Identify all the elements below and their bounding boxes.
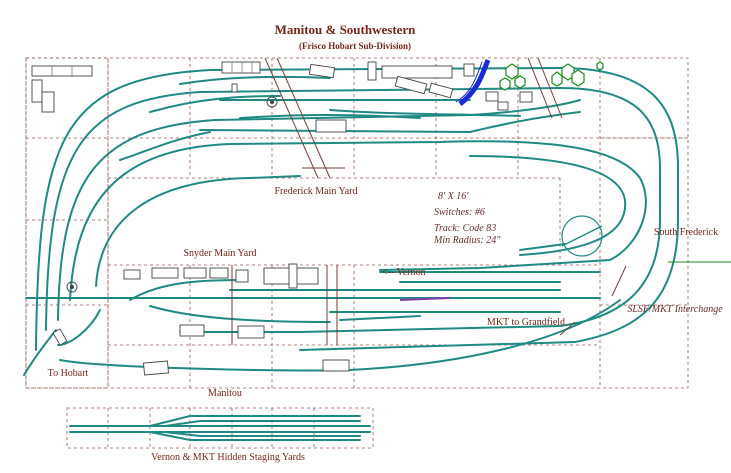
river [458,59,491,106]
buildings-snyder [52,263,350,376]
staging-yard [66,407,374,449]
spec-radius: Min Radius: 24" [433,235,501,246]
turntable [519,215,603,257]
label-to-hobart: To Hobart [48,368,89,379]
label-mkt-grandfield: MKT to Grandfield [487,317,565,328]
label-vernon: <-- Vernon [382,267,426,278]
label-interchange: SLSF/MKT Interchange [627,304,723,315]
label-snyder-main-yard: Snyder Main Yard [183,248,256,259]
trees [499,61,604,91]
buildings-frederick [31,61,533,133]
label-manitou: Manitou [208,388,242,399]
interchange-connector [399,297,451,301]
spec-track: Track: Code 83 [434,223,496,234]
spec-size: 8' X 16' [438,191,469,202]
mainline-tracks [23,66,679,376]
roads [231,57,627,345]
layout-subtitle: (Frisco Hobart Sub-Division) [299,41,411,51]
label-staging-yards: Vernon & MKT Hidden Staging Yards [151,452,305,463]
layout-title: Manitou & Southwestern [275,22,417,37]
spec-switches: Switches: #6 [434,207,485,218]
label-frederick-main-yard: Frederick Main Yard [274,186,357,197]
layout-specs: 8' X 16' Switches: #6 Track: Code 83 Min… [433,191,501,246]
label-south-frederick: South Frederick [654,227,718,238]
